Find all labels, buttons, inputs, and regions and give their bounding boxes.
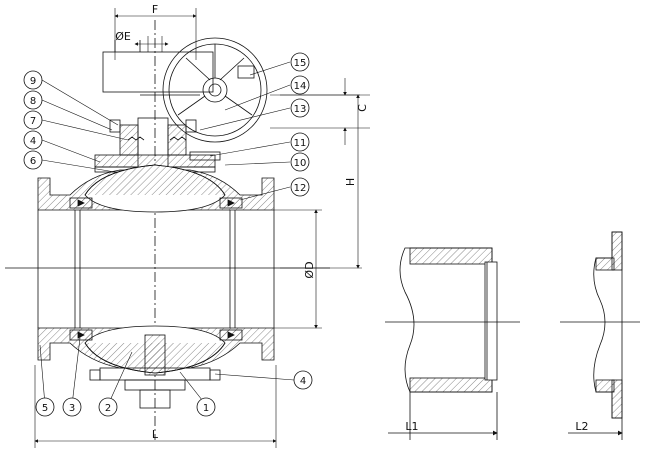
dim-label-l1: L1	[405, 420, 418, 433]
balloon-12-label: 12	[294, 183, 307, 194]
balloon-4-lower-label: 4	[300, 376, 306, 387]
balloon-8-label: 8	[30, 96, 36, 107]
balloon-6-label: 6	[30, 156, 36, 167]
balloon-4-label: 4	[30, 136, 36, 147]
balloon-12: 12	[290, 177, 310, 197]
balloon-1-label: 1	[203, 403, 209, 414]
dimension-labels: F ØE C H ØD L L1 L2	[115, 3, 588, 441]
balloon-4: 4	[23, 130, 43, 150]
gear-box	[102, 51, 214, 93]
l1-section-view	[385, 247, 520, 440]
l2-section-view	[560, 231, 640, 440]
dim-label-od: ØD	[303, 261, 316, 278]
balloon-5-label: 5	[42, 403, 48, 414]
balloon-11-label: 11	[294, 138, 307, 149]
balloon-3-label: 3	[69, 403, 75, 414]
balloon-13-label: 13	[294, 104, 307, 115]
dim-label-c: C	[356, 104, 369, 112]
balloon-15: 15	[290, 52, 310, 72]
dim-label-f: F	[152, 3, 158, 16]
balloon-2-label: 2	[105, 403, 111, 414]
balloon-13: 13	[290, 98, 310, 118]
balloon-9: 9	[23, 70, 43, 90]
balloon-11: 11	[290, 132, 310, 152]
balloon-3: 3	[62, 397, 82, 417]
handwheel	[162, 37, 268, 143]
dim-label-l: L	[152, 428, 159, 441]
balloon-15-label: 15	[294, 58, 307, 69]
balloon-14-label: 14	[294, 81, 307, 92]
balloon-8: 8	[23, 90, 43, 110]
dimension-lines	[34, 8, 370, 448]
balloon-2: 2	[98, 397, 118, 417]
balloon-7-label: 7	[30, 116, 36, 127]
balloon-4-lower: 4	[293, 370, 313, 390]
main-valve-body	[5, 20, 330, 440]
balloon-14: 14	[290, 75, 310, 95]
dim-label-h: H	[344, 178, 357, 186]
balloon-6: 6	[23, 150, 43, 170]
balloons: 9 8 7 4 6 15 14 13 11 10 12 5 3 2 1 4	[23, 52, 313, 417]
balloon-10-label: 10	[294, 158, 307, 169]
balloon-7: 7	[23, 110, 43, 130]
balloon-10: 10	[290, 152, 310, 172]
balloon-1: 1	[196, 397, 216, 417]
dim-label-oe: ØE	[115, 30, 131, 43]
balloon-5: 5	[35, 397, 55, 417]
balloon-leaders	[39, 61, 295, 406]
dim-label-l2: L2	[575, 420, 588, 433]
balloon-9-label: 9	[30, 76, 36, 87]
